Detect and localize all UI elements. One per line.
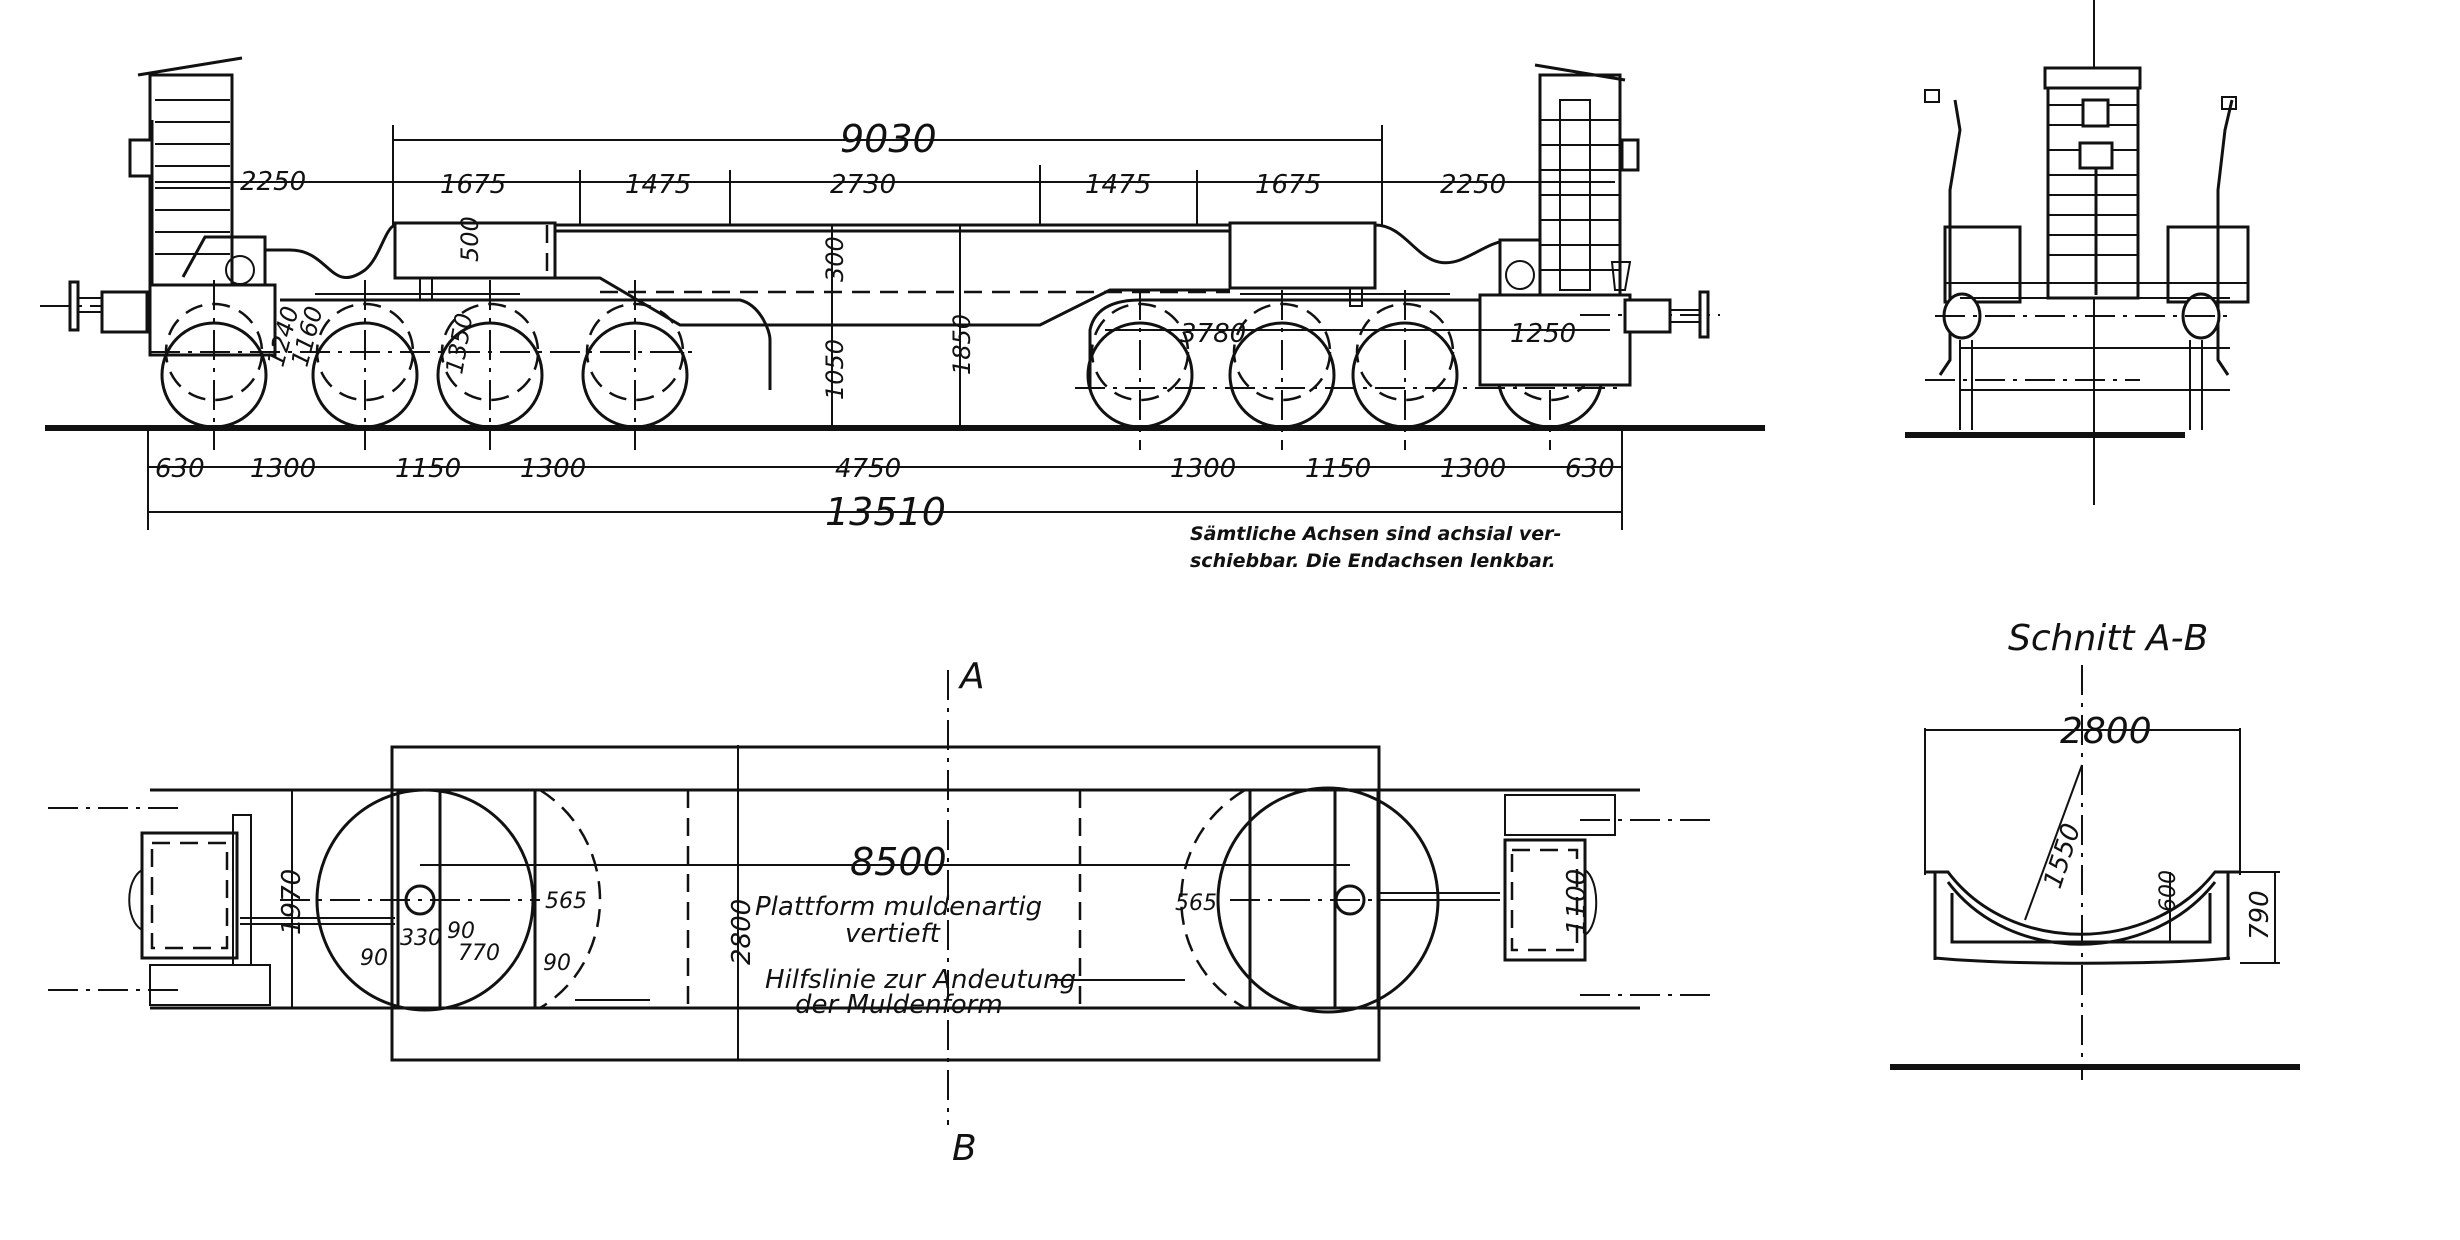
side-note-line-2: schiebbar. Die Endachsen lenkbar. (1190, 550, 1556, 572)
dim-13510: 13510 (825, 490, 946, 534)
section-view: Schnitt A-B 2800 1550 600 790 (1890, 618, 2300, 1080)
dim-bottom-8: 1300 (1440, 454, 1506, 484)
section-title: Schnitt A-B (2008, 618, 2208, 659)
dim-500: 500 (456, 216, 484, 262)
dim-bottom-5: 4750 (835, 454, 901, 484)
section-dim-1550: 1550 (2038, 820, 2087, 892)
dim-1100: 1100 (1562, 869, 1592, 935)
dim-top-7: 2250 (1440, 170, 1506, 200)
dim-bottom-3: 1150 (395, 454, 461, 484)
section-marker-a: A (958, 656, 985, 697)
dim-3780: 3780 (1180, 319, 1246, 349)
dim-1050: 1050 (821, 339, 849, 400)
side-top-dimensions (155, 125, 1615, 428)
end-view (1905, 0, 2250, 505)
dim-8500: 8500 (850, 840, 947, 884)
section-dim-790: 790 (2245, 890, 2275, 940)
dim-bottom-7: 1150 (1305, 454, 1371, 484)
dim-detail-90-a: 90 (360, 946, 388, 971)
dim-bottom-9: 630 (1565, 454, 1615, 484)
left-bogie (150, 280, 772, 450)
dim-1970: 1970 (277, 869, 307, 935)
dim-2800-plan: 2800 (727, 899, 757, 965)
dim-detail-330: 330 (400, 926, 442, 951)
dim-9030: 9030 (840, 117, 937, 161)
section-marker-b: B (952, 1128, 977, 1169)
right-cab (1478, 63, 1640, 387)
label-platform-line-1: Plattform muldenartig (755, 892, 1042, 922)
dim-1250: 1250 (1510, 319, 1576, 349)
side-note-line-1: Sämtliche Achsen sind achsial ver- (1190, 523, 1561, 545)
dim-detail-90-b: 90 (447, 919, 475, 944)
dim-300: 300 (821, 236, 849, 282)
dim-top-1: 2250 (240, 167, 306, 197)
right-coupler (1580, 261, 1720, 339)
side-view: 9030 2250 1675 1475 2730 1475 1675 2250 … (40, 56, 1765, 572)
dim-bottom-4: 1300 (520, 454, 586, 484)
label-platform-line-2: vertieft (845, 919, 941, 949)
dim-detail-770: 770 (458, 941, 500, 966)
dim-bottom-2: 1300 (250, 454, 316, 484)
dim-565-right: 565 (1175, 891, 1217, 916)
dim-top-5: 1475 (1085, 170, 1151, 200)
label-helper-line-2: der Muldenform (795, 990, 1003, 1020)
dim-bottom-6: 1300 (1170, 454, 1236, 484)
dim-detail-90-c: 90 (543, 951, 571, 976)
platform-beam (393, 221, 1511, 327)
dim-top-3: 1475 (625, 170, 691, 200)
dim-top-6: 1675 (1255, 170, 1321, 200)
dim-565-left: 565 (545, 889, 587, 914)
dim-top-4: 2730 (830, 170, 896, 200)
label-helper-line-1: Hilfslinie zur Andeutung (765, 965, 1076, 995)
dim-top-2: 1675 (440, 170, 506, 200)
dim-bottom-1: 630 (155, 454, 205, 484)
section-dim-600: 600 (2156, 870, 2181, 912)
dim-1350: 1350 (440, 311, 478, 376)
plan-view: A B 1970 2800 8500 565 565 90 330 90 770… (48, 656, 1710, 1169)
section-dim-2800: 2800 (2060, 711, 2152, 752)
side-bottom-dimensions (147, 329, 1623, 530)
dim-1850: 1850 (948, 314, 976, 375)
left-coupler (40, 280, 170, 334)
